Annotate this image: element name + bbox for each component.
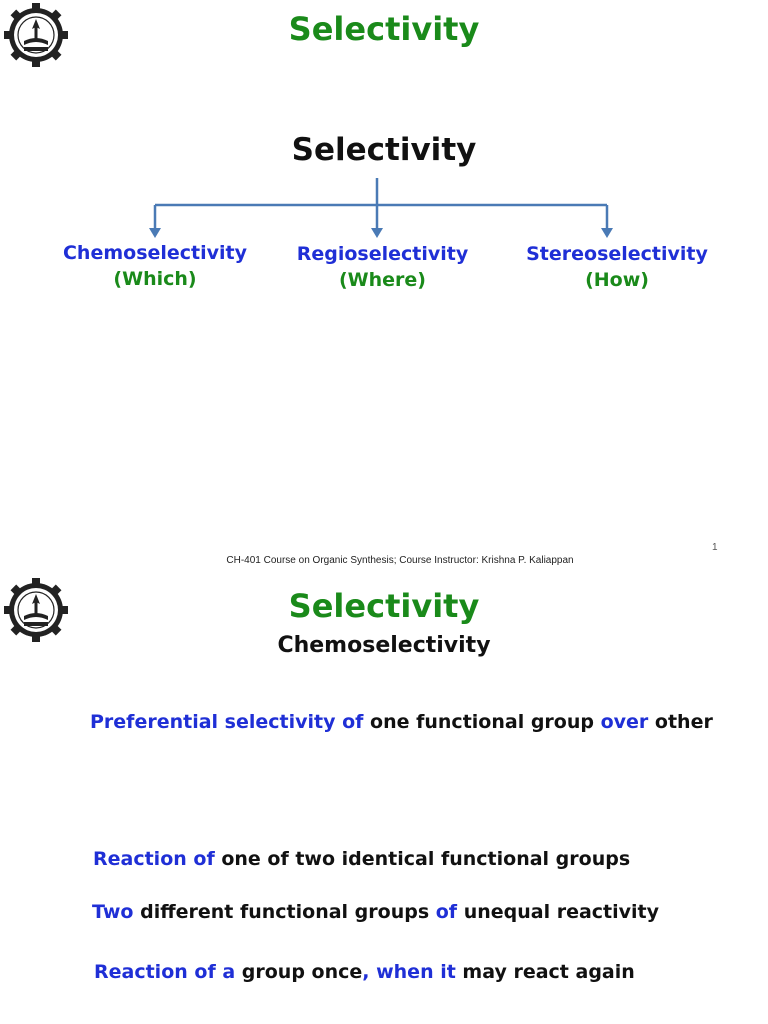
text-segment: Two — [92, 901, 141, 923]
slide-1: Selectivity Selectivity Chemoselectivity… — [4, 3, 722, 566]
branch-question: (How) — [585, 269, 649, 291]
text-segment: Reaction of — [93, 848, 222, 870]
slide-title: Selectivity — [288, 10, 480, 48]
definition-line: Preferential selectivity of one function… — [90, 711, 713, 733]
branch-regioselectivity: Regioselectivity (Where) — [290, 241, 475, 293]
arrow-chemo-head — [149, 228, 161, 238]
institute-logo-icon — [4, 578, 68, 642]
branch-name: Regioselectivity — [296, 243, 469, 265]
institute-logo-icon — [4, 3, 68, 67]
branch-question: (Which) — [113, 268, 197, 290]
branch-chemoselectivity: Chemoselectivity (Which) — [60, 240, 250, 292]
point-unequal-reactivity: Two different functional groups of unequ… — [92, 901, 659, 923]
text-segment: of — [435, 901, 464, 923]
slide-title: Selectivity — [288, 587, 480, 625]
text-segment: may react again — [462, 961, 635, 983]
selectivity-root-label: Selectivity — [291, 132, 477, 168]
branch-name: Stereoselectivity — [526, 243, 708, 265]
arrow-regio-head — [371, 228, 383, 238]
text-segment: Preferential selectivity of — [90, 711, 371, 733]
text-segment: group once — [241, 961, 363, 983]
text-segment: , when it — [362, 961, 463, 983]
text-segment: different functional groups — [140, 901, 436, 923]
point-react-once: Reaction of a group once, when it may re… — [94, 961, 635, 983]
text-segment: Reaction of a — [94, 961, 242, 983]
point-identical-groups: Reaction of one of two identical functio… — [93, 848, 630, 870]
text-segment: one of two identical functional groups — [221, 848, 631, 870]
branch-stereoselectivity: Stereoselectivity (How) — [512, 241, 722, 293]
arrow-stereo-head — [601, 228, 613, 238]
page-number: 1 — [712, 542, 718, 553]
slide-footer: CH-401 Course on Organic Synthesis; Cour… — [226, 555, 574, 566]
text-segment: one functional group — [370, 711, 601, 733]
branch-name: Chemoselectivity — [62, 242, 248, 264]
text-segment: unequal reactivity — [463, 901, 660, 923]
text-segment: other — [654, 711, 713, 733]
branch-question: (Where) — [339, 269, 426, 291]
slide-2: Selectivity Chemoselectivity Preferentia… — [0, 575, 768, 1024]
slide-subtitle: Chemoselectivity — [277, 633, 491, 658]
selectivity-tree-diagram — [149, 178, 613, 238]
text-segment: over — [600, 711, 655, 733]
